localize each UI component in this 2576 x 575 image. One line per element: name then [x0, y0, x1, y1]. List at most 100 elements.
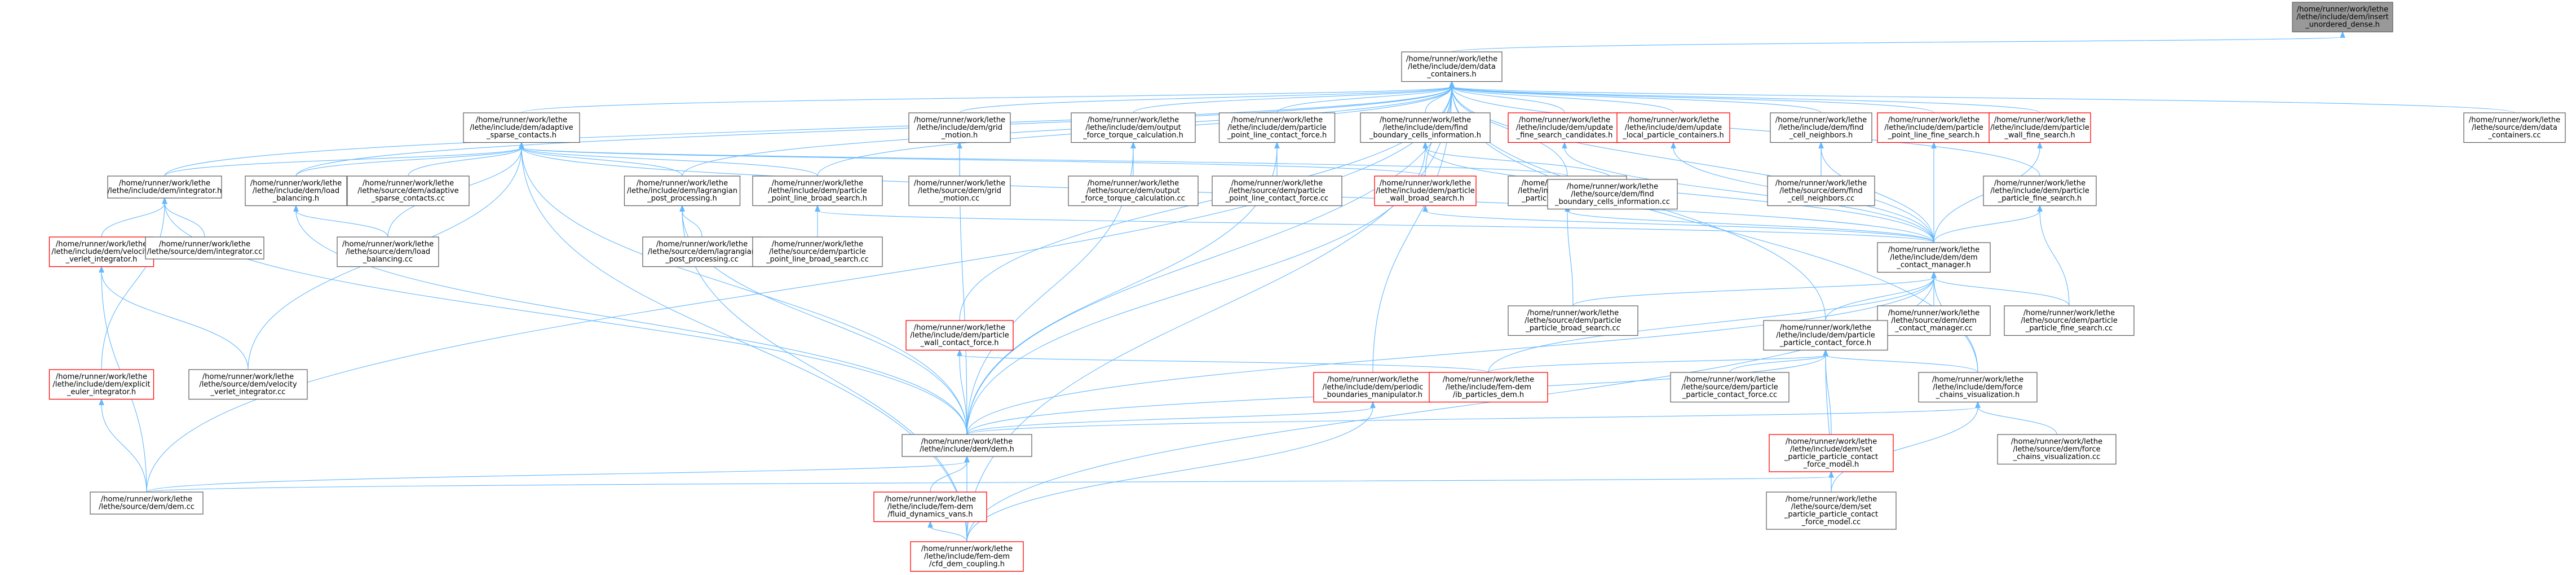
node-label-line: /lethe/source/dem/velocity: [199, 380, 297, 389]
file-node[interactable]: /home/runner/work/lethe/lethe/include/de…: [1763, 320, 1888, 351]
file-node[interactable]: /home/runner/work/lethe/lethe/include/fe…: [1429, 372, 1548, 403]
file-node[interactable]: /home/runner/work/lethe/lethe/source/dem…: [90, 491, 204, 515]
edge-line: [959, 354, 1489, 373]
arrowhead: [1130, 142, 1136, 149]
node-label-line: _boundary_cells_information.cc: [1554, 198, 1670, 207]
arrowhead: [1370, 401, 1376, 409]
node-label-line: _point_line_broad_search.cc: [766, 256, 869, 264]
arrowhead: [1562, 142, 1567, 149]
edge-line: [521, 147, 1568, 177]
file-node[interactable]: /home/runner/work/lethe/lethe/include/de…: [245, 175, 347, 207]
file-node[interactable]: /home/runner/work/lethe/lethe/include/de…: [902, 434, 1032, 457]
file-node[interactable]: /home/runner/work/lethe/lethe/include/fe…: [873, 491, 987, 523]
arrowhead: [957, 349, 962, 357]
node-label-line: /lethe/include/dem/insert: [2296, 13, 2389, 21]
edge-n46-to-n43: [1823, 349, 1832, 435]
edge-n05-to-n08: [99, 398, 147, 493]
arrowhead: [1449, 81, 1455, 88]
node-label-line: /home/runner/work/lethe: [1932, 376, 2023, 384]
node-label-line: _point_line_broad_search.h: [767, 195, 867, 203]
edge-n35-to-n02: [1449, 81, 1934, 113]
file-node[interactable]: /home/runner/work/lethe/lethe/include/fe…: [910, 541, 1024, 572]
file-node[interactable]: /home/runner/work/lethe/lethe/include/de…: [1360, 112, 1491, 143]
file-node[interactable]: /home/runner/work/lethe/lethe/source/dem…: [2004, 305, 2135, 336]
file-node[interactable]: /home/runner/work/lethe/lethe/source/dem…: [145, 236, 264, 260]
edge-line: [1451, 86, 1822, 113]
file-node[interactable]: /home/runner/work/lethe/lethe/source/dem…: [1877, 305, 1991, 336]
node-box: [2004, 305, 2135, 336]
edge-line: [1572, 277, 1934, 306]
edge-n48-to-n45: [1975, 401, 2057, 435]
file-node[interactable]: /home/runner/work/lethe/lethe/include/de…: [1877, 242, 1991, 273]
file-node[interactable]: /home/runner/work/lethe/lethe/source/dem…: [642, 236, 762, 267]
edge-line: [1451, 86, 1674, 113]
node-label-line: /lethe/source/dem/particle: [1681, 383, 1778, 392]
file-node[interactable]: /home/runner/work/lethe/lethe/include/de…: [1983, 175, 2097, 207]
file-node[interactable]: /home/runner/work/lethe/lethe/include/de…: [1508, 112, 1621, 143]
file-node[interactable]: /home/runner/work/lethe/lethe/include/de…: [48, 236, 154, 267]
file-node[interactable]: /home/runner/work/lethe/lethe/include/de…: [1218, 112, 1336, 143]
file-node[interactable]: /home/runner/work/lethe/lethe/source/dem…: [188, 369, 308, 400]
node-label-line: /home/runner/work/lethe: [1443, 376, 1534, 384]
file-node[interactable]: /home/runner/work/lethe/lethe/source/dem…: [1997, 434, 2117, 465]
file-node[interactable]: /home/runner/work/lethe/lethe/include/de…: [624, 175, 741, 207]
node-label-line: /home/runner/work/lethe: [656, 240, 748, 249]
file-node[interactable]: /home/runner/work/lethe/lethe/include/de…: [1989, 112, 2091, 143]
file-node[interactable]: /home/runner/work/lethe/lethe/include/de…: [1616, 112, 1730, 143]
file-node[interactable]: /home/runner/work/lethe/lethe/source/dem…: [347, 175, 470, 207]
file-node[interactable]: /home/runner/work/lethe/lethe/source/dem…: [1068, 175, 1199, 207]
node-label-line: _particle_particle_contact: [1784, 453, 1878, 462]
node-label-line: /fluid_dynamics_vans.h: [887, 511, 973, 519]
arrowhead: [519, 142, 524, 149]
file-node[interactable]: /home/runner/work/lethe/lethe/source/dem…: [337, 236, 439, 267]
file-node[interactable]: /home/runner/work/lethe/lethe/include/de…: [1769, 434, 1894, 472]
file-node[interactable]: /home/runner/work/lethe/lethe/include/de…: [752, 175, 883, 207]
file-node[interactable]: /home/runner/work/lethe/lethe/source/dem…: [1547, 179, 1678, 210]
file-node[interactable]: /home/runner/work/lethe/lethe/source/dem…: [1670, 372, 1789, 403]
node-label-line: /lethe/source/dem/adaptive: [357, 187, 458, 195]
node-box: [902, 434, 1032, 457]
file-node[interactable]: /home/runner/work/lethe/lethe/include/de…: [1071, 112, 1196, 143]
node-label-line: /lethe/include/dem/particle: [1990, 187, 2089, 195]
file-node[interactable]: /home/runner/work/lethe/lethe/source/dem…: [1767, 175, 1875, 207]
file-node[interactable]: /home/runner/work/lethe/lethe/source/dem…: [2463, 112, 2566, 143]
file-node[interactable]: /home/runner/work/lethe/lethe/include/de…: [1401, 51, 1503, 82]
file-node[interactable]: /home/runner/work/lethe/lethe/include/de…: [1313, 372, 1433, 403]
node-label-line: /lethe/source/dem/output: [1086, 187, 1179, 195]
node-label-line: /lethe/source/dem/dem.cc: [99, 503, 195, 511]
edge-line: [146, 461, 967, 493]
file-node[interactable]: /home/runner/work/lethe/lethe/source/dem…: [1508, 305, 1638, 336]
node-box: [1313, 372, 1433, 403]
node-box: [90, 491, 204, 515]
file-node[interactable]: /home/runner/work/lethe/lethe/include/de…: [1374, 175, 1477, 207]
file-node[interactable]: /home/runner/work/lethe/lethe/source/dem…: [752, 236, 883, 267]
node-box: [1670, 372, 1789, 403]
edge-line: [1933, 277, 2070, 306]
node-label-line: /lethe/include/dem/output: [1085, 124, 1181, 132]
node-label-line: /lethe/include/dem/particle: [1776, 331, 1875, 340]
file-node[interactable]: /home/runner/work/lethe/lethe/include/de…: [1877, 112, 1991, 143]
edge-n06-to-n04: [930, 455, 970, 493]
edge-line: [1451, 86, 1934, 113]
node-label-line: _verlet_integrator.h: [65, 256, 138, 264]
node-box: [2292, 2, 2393, 33]
file-node[interactable]: /home/runner/work/lethe/lethe/include/de…: [463, 112, 580, 143]
file-node[interactable]: /home/runner/work/lethe/lethe/include/de…: [1918, 372, 2038, 403]
file-node[interactable]: /home/runner/work/lethe/lethe/source/dem…: [908, 175, 1011, 207]
file-node[interactable]: /home/runner/work/lethe/lethe/source/dem…: [1212, 175, 1342, 207]
file-node[interactable]: /home/runner/work/lethe/lethe/include/de…: [905, 320, 1014, 351]
file-node[interactable]: /home/runner/work/lethe/lethe/include/de…: [1770, 112, 1872, 143]
file-node[interactable]: /home/runner/work/lethe/lethe/include/de…: [48, 369, 154, 400]
edge-n01-to-n20: [1422, 205, 1934, 243]
file-node[interactable]: /home/runner/work/lethe/lethe/include/de…: [107, 175, 222, 199]
file-node[interactable]: /home/runner/work/lethe/lethe/source/dem…: [1766, 491, 1897, 530]
edge-n30-to-n29: [1422, 142, 1613, 180]
node-label-line: /home/runner/work/lethe: [2023, 309, 2115, 318]
file-node[interactable]: /home/runner/work/lethe/lethe/include/de…: [908, 112, 1011, 143]
node-label-line: /home/runner/work/lethe: [1406, 55, 1497, 64]
edge-line: [521, 147, 967, 435]
node-label-line: /lethe/include/dem/dem.h: [920, 445, 1014, 454]
edge-line: [146, 86, 1452, 493]
node-label-line: _point_line_contact_force.h: [1227, 131, 1327, 140]
node-label-line: /lethe/source/dem/integrator.cc: [147, 248, 263, 256]
